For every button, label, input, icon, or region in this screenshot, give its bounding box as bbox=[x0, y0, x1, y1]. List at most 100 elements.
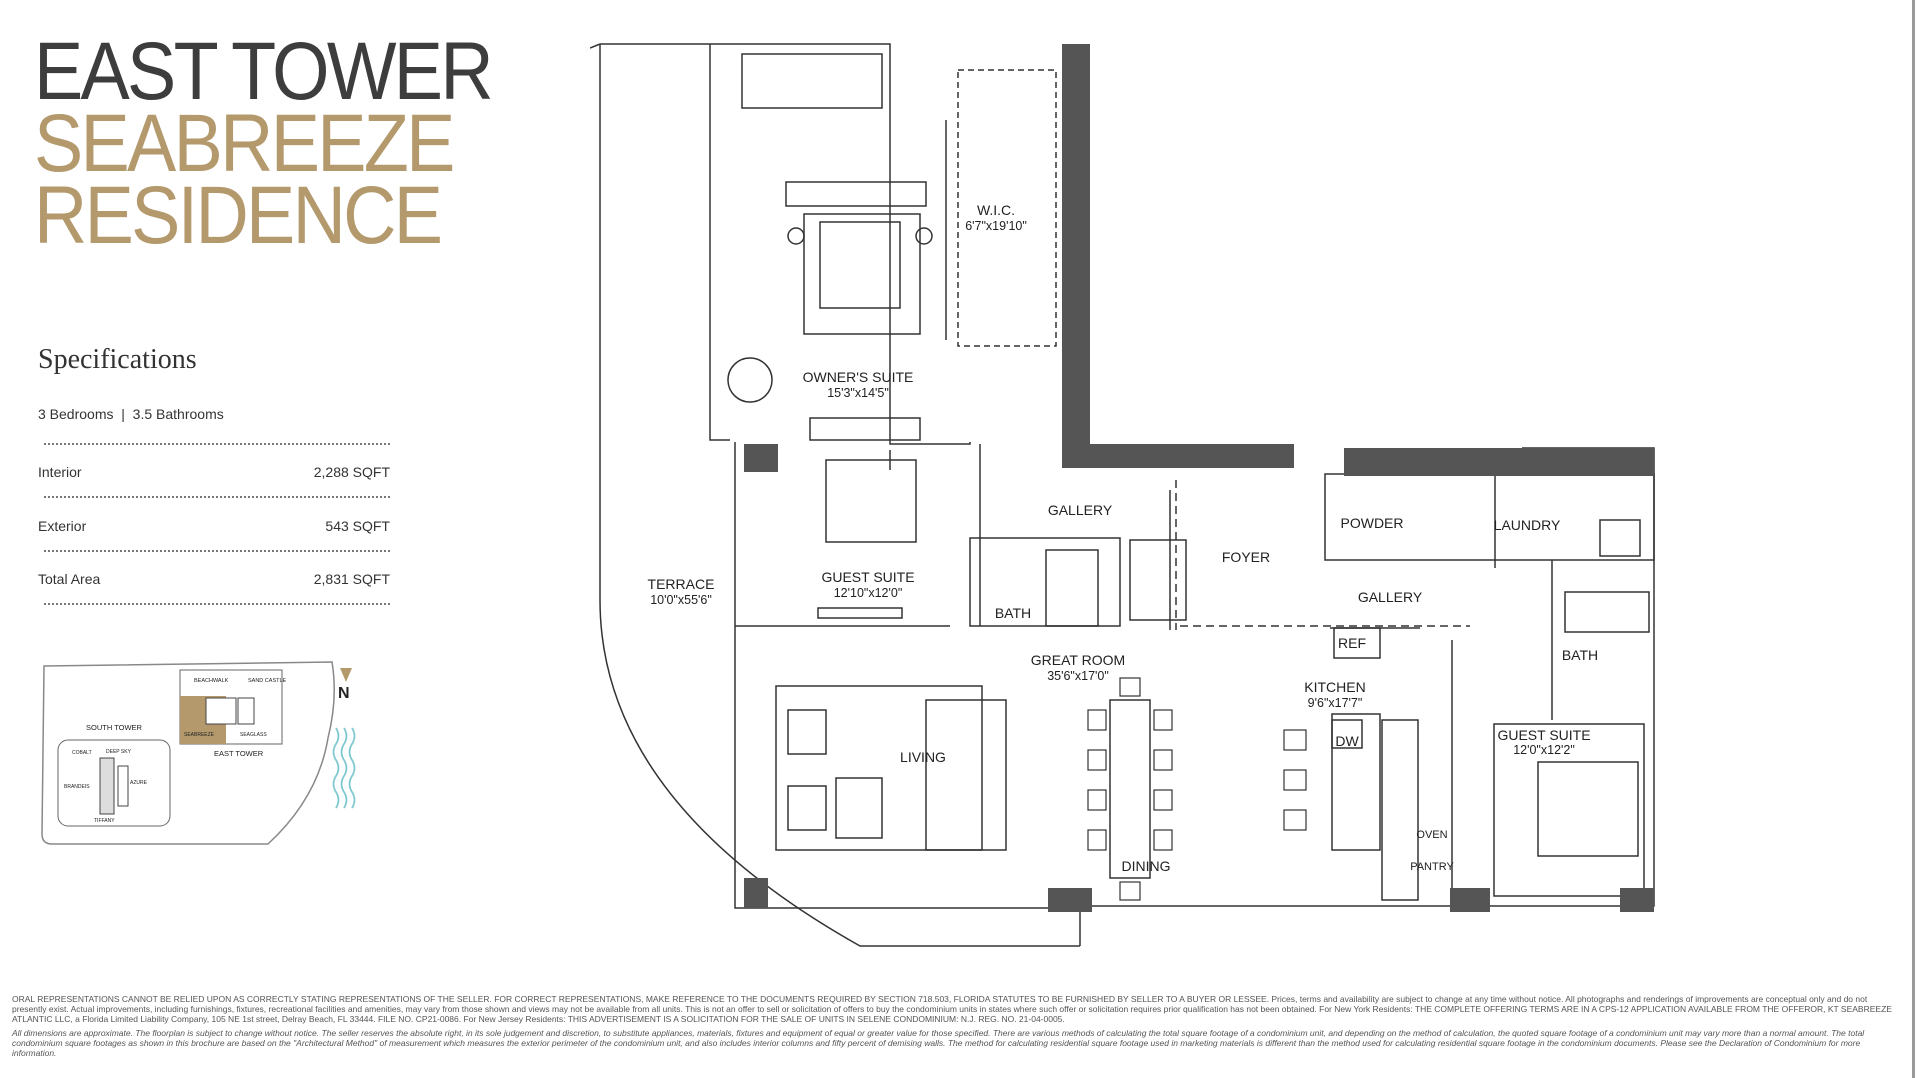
wall-fill bbox=[1062, 444, 1294, 468]
terrace-outline bbox=[599, 44, 1080, 947]
chair bbox=[1153, 709, 1173, 731]
kitchen-label: KITCHEN bbox=[1304, 679, 1365, 695]
beachwalk-label: BEACHWALK bbox=[194, 678, 229, 684]
stool bbox=[1283, 769, 1307, 791]
divider bbox=[44, 496, 390, 498]
laundry-label: LAUNDRY bbox=[1494, 517, 1561, 533]
spec-value: 2,288 SQFT bbox=[313, 464, 390, 480]
owners-bath bbox=[741, 53, 883, 109]
living-label: LIVING bbox=[900, 749, 946, 765]
great-room-dimensions: 35'6"x17'0" bbox=[1047, 669, 1109, 683]
wic-label: W.I.C. bbox=[977, 202, 1015, 218]
disclaimer-paragraph-1: ORAL REPRESENTATIONS CANNOT BE RELIED UP… bbox=[12, 994, 1892, 1024]
kitchen-dimensions: 9'6"x17'7" bbox=[1308, 696, 1363, 710]
nightstand-lamp-icon bbox=[787, 227, 805, 245]
closet bbox=[1129, 539, 1187, 621]
core-block bbox=[117, 765, 129, 807]
spec-value: 543 SQFT bbox=[325, 518, 390, 534]
column bbox=[1620, 888, 1654, 912]
spec-row-total-area: Total Area 2,831 SQFT bbox=[38, 571, 390, 625]
chair bbox=[1087, 829, 1107, 851]
terrace-label: TERRACE bbox=[648, 576, 715, 592]
brandeis-label: BRANDEIS bbox=[64, 784, 90, 790]
dresser bbox=[809, 417, 921, 441]
cobalt-label: COBALT bbox=[72, 750, 92, 756]
sofa bbox=[925, 699, 1007, 851]
stool bbox=[1283, 809, 1307, 831]
bed-bath-summary: 3 Bedrooms | 3.5 Bathrooms bbox=[38, 406, 224, 422]
dw-box bbox=[1331, 719, 1363, 749]
divider bbox=[44, 550, 390, 552]
chair bbox=[1119, 881, 1141, 901]
core-block bbox=[237, 697, 255, 725]
chair bbox=[1153, 749, 1173, 771]
north-label: N bbox=[338, 685, 350, 702]
column bbox=[1048, 888, 1092, 912]
wic-dimensions: 6'7"x19'10" bbox=[965, 219, 1027, 233]
owners-rug bbox=[803, 213, 921, 335]
exterior-wall bbox=[710, 43, 971, 445]
seabreeze-label: SEABREEZE bbox=[184, 732, 215, 738]
site-outline bbox=[41, 661, 335, 845]
armchair bbox=[787, 709, 827, 755]
spec-label: Interior bbox=[38, 464, 82, 480]
specifications-heading: Specifications bbox=[38, 344, 197, 375]
legal-disclaimer: ORAL REPRESENTATIONS CANNOT BE RELIED UP… bbox=[12, 994, 1892, 1062]
dining-label: DINING bbox=[1122, 858, 1171, 874]
wall-fill bbox=[1062, 44, 1090, 444]
tv-console bbox=[817, 607, 903, 619]
east-tower-label: EAST TOWER bbox=[214, 749, 264, 758]
chair bbox=[1087, 709, 1107, 731]
core-block bbox=[99, 757, 115, 815]
kitchen-island bbox=[1331, 713, 1381, 851]
terrace-edge bbox=[590, 43, 601, 49]
guest-suite-1-dimensions: 12'10"x12'0" bbox=[834, 586, 903, 600]
core-block bbox=[205, 697, 237, 725]
seaglass-label: SEAGLASS bbox=[240, 732, 267, 738]
great-room-label: GREAT ROOM bbox=[1031, 652, 1125, 668]
column bbox=[1450, 888, 1490, 912]
chair bbox=[1087, 749, 1107, 771]
title-seabreeze: SEABREEZE bbox=[34, 98, 455, 189]
site-map: BEACHWALK SAND CASTLE SEABREEZE SEAGLASS… bbox=[41, 661, 356, 845]
spec-label: Exterior bbox=[38, 518, 87, 534]
sand-castle-label: SAND CASTLE bbox=[248, 678, 287, 684]
kitchen-counter bbox=[1381, 719, 1419, 901]
coffee-table bbox=[835, 777, 883, 839]
deep-sky-label: DEEP SKY bbox=[106, 749, 132, 755]
tiffany-label: TIFFANY bbox=[94, 818, 115, 824]
chair bbox=[1087, 789, 1107, 811]
south-tower-label: SOUTH TOWER bbox=[86, 723, 143, 732]
bath-1 bbox=[969, 537, 1121, 627]
divider bbox=[44, 443, 390, 445]
azure-label: AZURE bbox=[130, 780, 148, 786]
ref-label: REF bbox=[1338, 635, 1366, 651]
page-edge-rule bbox=[1912, 0, 1915, 1078]
gallery-2-label: GALLERY bbox=[1358, 589, 1423, 605]
dining-table bbox=[1109, 699, 1151, 879]
guest-bed-1 bbox=[825, 459, 917, 543]
chair bbox=[1119, 677, 1141, 697]
dining-chairs bbox=[1087, 677, 1307, 901]
gallery-label: GALLERY bbox=[1048, 502, 1113, 518]
stool bbox=[1283, 729, 1307, 751]
spec-row-exterior: Exterior 543 SQFT bbox=[38, 518, 390, 572]
oven-label: OVEN bbox=[1416, 829, 1447, 841]
guest-suite-2-label: GUEST SUITE bbox=[1497, 727, 1590, 743]
title-block: EAST TOWER SEABREEZE RESIDENCE bbox=[34, 26, 542, 257]
bath-2-label: BATH bbox=[1562, 647, 1598, 663]
nightstand-lamp-icon bbox=[915, 227, 933, 245]
foyer-label: FOYER bbox=[1222, 549, 1270, 565]
south-tower-outline bbox=[57, 739, 171, 827]
disclaimer-paragraph-2: All dimensions are approximate. The floo… bbox=[12, 1028, 1865, 1058]
powder-label: POWDER bbox=[1341, 515, 1404, 531]
guest-suite-1-label: GUEST SUITE bbox=[821, 569, 914, 585]
title-east-tower: EAST TOWER bbox=[34, 26, 494, 117]
laundry-unit bbox=[1599, 519, 1641, 557]
armchair bbox=[787, 785, 827, 831]
dw-label: DW bbox=[1335, 733, 1359, 749]
spec-label: Total Area bbox=[38, 571, 101, 587]
owners-suite-dimensions: 15'3"x14'5" bbox=[827, 386, 889, 400]
shower bbox=[1045, 549, 1099, 627]
owners-bed bbox=[819, 221, 901, 309]
